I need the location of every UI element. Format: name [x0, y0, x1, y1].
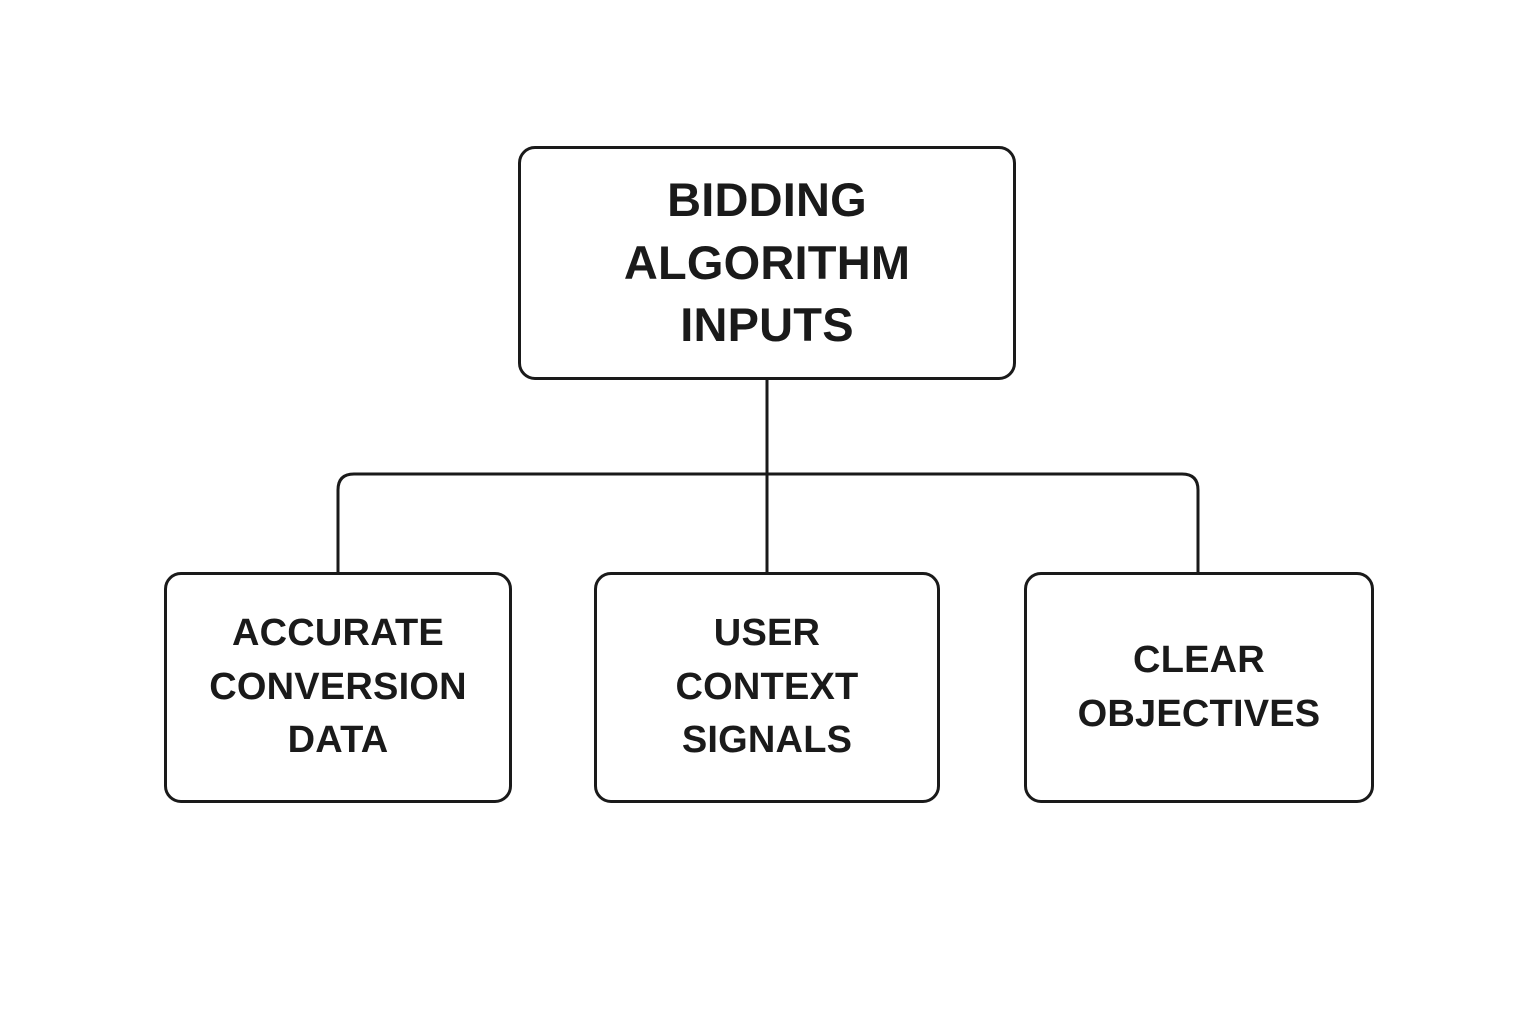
node-accurate-conversion-data[interactable]: ACCURATE CONVERSION DATA [164, 572, 512, 803]
node-label-user-context-signals: USER CONTEXT SIGNALS [675, 611, 859, 762]
connector-branch-right [767, 472, 1200, 572]
node-label-root: BIDDING ALGORITHM INPUTS [623, 173, 911, 352]
node-clear-objectives[interactable]: CLEAR OBJECTIVES [1024, 572, 1374, 803]
node-label-accurate-conversion-data: ACCURATE CONVERSION DATA [209, 611, 467, 762]
node-user-context-signals[interactable]: USER CONTEXT SIGNALS [594, 572, 940, 803]
connector-branch-left [336, 472, 767, 572]
node-label-clear-objectives: CLEAR OBJECTIVES [1077, 638, 1321, 735]
node-bidding-algorithm-inputs[interactable]: BIDDING ALGORITHM INPUTS [518, 146, 1016, 380]
